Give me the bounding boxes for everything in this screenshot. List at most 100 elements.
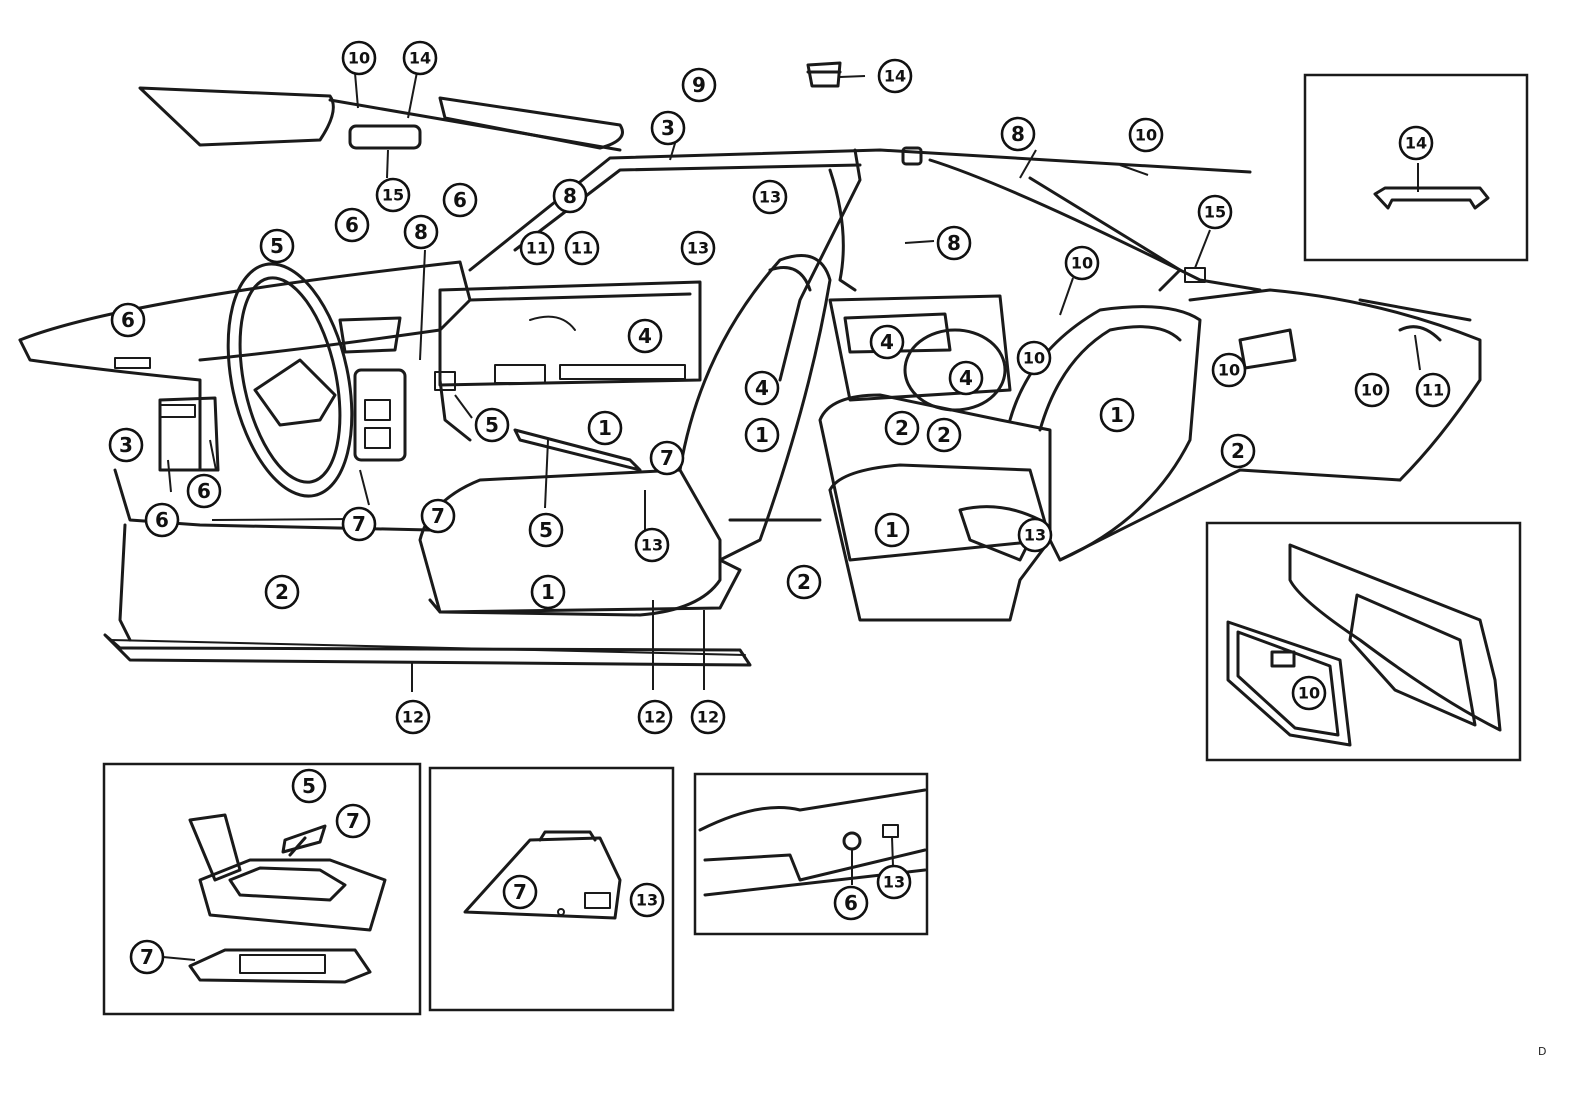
callout-7: 7 [502,874,538,910]
svg-text:11: 11 [1422,381,1444,400]
callout-12: 12 [690,699,726,735]
callout-5: 5 [259,228,295,264]
svg-text:6: 6 [453,188,467,212]
svg-text:12: 12 [697,708,719,727]
svg-text:10: 10 [348,49,370,68]
inset-rear-console [428,766,675,1012]
svg-text:10: 10 [1135,126,1157,145]
callout-1: 1 [587,410,623,446]
callout-13: 13 [752,179,788,215]
callout-1: 1 [744,417,780,453]
callout-13: 13 [876,864,912,900]
callout-10: 10 [1291,675,1327,711]
svg-text:6: 6 [155,508,169,532]
svg-text:11: 11 [571,239,593,258]
callout-14: 14 [402,40,438,76]
callout-8: 8 [1000,116,1036,152]
svg-text:15: 15 [382,186,404,205]
svg-text:4: 4 [638,324,652,348]
callout-13: 13 [680,230,716,266]
callout-12: 12 [637,699,673,735]
callout-14: 14 [1398,125,1434,161]
callout-7: 7 [341,506,377,542]
callout-10: 10 [1354,372,1390,408]
svg-text:7: 7 [513,880,527,904]
svg-text:10: 10 [1361,381,1383,400]
callout-5: 5 [474,407,510,443]
svg-text:4: 4 [755,376,769,400]
callout-6: 6 [334,207,370,243]
svg-text:5: 5 [539,518,553,542]
callout-15: 15 [375,177,411,213]
callout-5: 5 [528,512,564,548]
callout-5: 5 [291,768,327,804]
callout-2: 2 [1220,433,1256,469]
svg-text:7: 7 [346,809,360,833]
svg-text:4: 4 [959,366,973,390]
inset-quarter-trim [1205,521,1522,762]
svg-text:6: 6 [345,213,359,237]
svg-text:14: 14 [409,49,431,68]
svg-text:5: 5 [302,774,316,798]
svg-text:1: 1 [598,416,612,440]
svg-text:1: 1 [755,423,769,447]
callout-7: 7 [335,803,371,839]
svg-text:13: 13 [1024,526,1046,545]
inset-shift-console [102,762,422,1016]
callout-4: 4 [869,324,905,360]
svg-text:7: 7 [431,504,445,528]
svg-text:7: 7 [352,512,366,536]
corner-mark: D [1538,1045,1546,1058]
svg-text:6: 6 [844,891,858,915]
callout-6: 6 [144,502,180,538]
callout-10: 10 [1211,352,1247,388]
callout-10: 10 [1128,117,1164,153]
callout-4: 4 [948,360,984,396]
svg-text:15: 15 [1204,203,1226,222]
svg-text:14: 14 [1405,134,1427,153]
svg-text:2: 2 [797,570,811,594]
svg-text:8: 8 [414,220,428,244]
svg-text:9: 9 [692,73,706,97]
callout-4: 4 [627,318,663,354]
callout-11: 11 [564,230,600,266]
callout-13: 13 [1017,517,1053,553]
callout-13: 13 [629,882,665,918]
svg-text:8: 8 [947,231,961,255]
svg-text:12: 12 [402,708,424,727]
callout-9: 9 [681,67,717,103]
svg-text:6: 6 [197,479,211,503]
callout-3: 3 [650,110,686,146]
callout-3: 3 [108,427,144,463]
svg-text:1: 1 [1110,403,1124,427]
callout-6: 6 [110,302,146,338]
svg-text:5: 5 [485,413,499,437]
callout-4: 4 [744,370,780,406]
callout-11: 11 [519,230,555,266]
callout-8: 8 [403,214,439,250]
callout-1: 1 [1099,397,1135,433]
svg-text:3: 3 [661,116,675,140]
svg-text:13: 13 [883,873,905,892]
svg-text:3: 3 [119,433,133,457]
callout-1: 1 [530,574,566,610]
callout-13: 13 [634,527,670,563]
callout-15: 15 [1197,194,1233,230]
svg-text:2: 2 [895,416,909,440]
callout-8: 8 [552,178,588,214]
svg-text:7: 7 [140,945,154,969]
svg-text:2: 2 [275,580,289,604]
svg-text:7: 7 [660,446,674,470]
callout-2: 2 [786,564,822,600]
callout-labels: 10 14 15 9 14 3 8 8 10 14 13 15 6 6 8 5 … [108,40,1451,975]
callout-7: 7 [420,498,456,534]
svg-text:13: 13 [636,891,658,910]
svg-text:1: 1 [885,518,899,542]
svg-text:2: 2 [1231,439,1245,463]
callout-6: 6 [442,182,478,218]
leader-lines [167,71,1421,692]
callout-2: 2 [884,410,920,446]
callout-10: 10 [341,40,377,76]
svg-text:8: 8 [563,184,577,208]
svg-text:12: 12 [644,708,666,727]
